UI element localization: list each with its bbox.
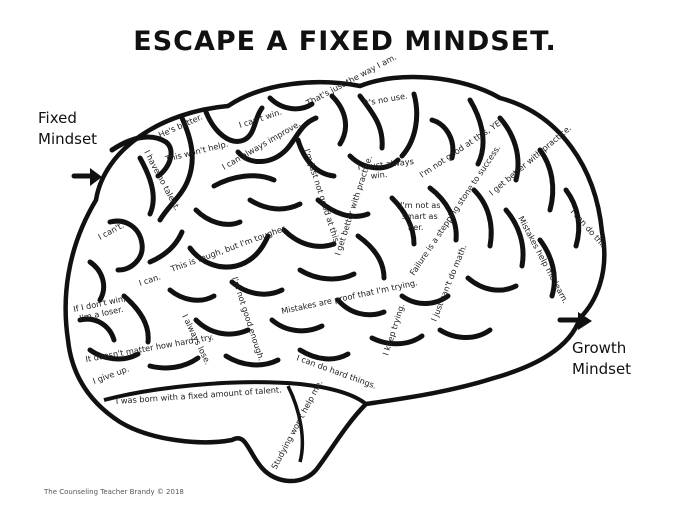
phrase: It's no use. (363, 90, 409, 108)
phrase: I just can't do math. (429, 243, 469, 323)
growth-mindset-label: Growth Mindset (572, 339, 632, 378)
phrase: I can. (138, 271, 162, 287)
phrase: I was born with a fixed amount of talent… (115, 384, 282, 406)
credit-text: The Counseling Teacher Brandy © 2018 (44, 488, 184, 496)
phrase: I'm not good enough. (230, 276, 267, 362)
phrase: If I don't win, I'm a loser. (72, 293, 131, 324)
page-title: ESCAPE A FIXED MINDSET. (133, 26, 557, 57)
phrase: I get better with practice. (487, 123, 573, 198)
phrase: I'm just not good at this. (302, 148, 342, 246)
brain-stem-line (286, 385, 305, 463)
phrase: I'm not as smart as her. (400, 200, 443, 232)
brain-outline (63, 74, 607, 484)
entrance-arrow-icon (71, 168, 102, 186)
phrase: I give up. (91, 363, 130, 385)
phrase: This won't help. (163, 139, 229, 165)
fixed-mindset-label: Fixed Mindset (38, 109, 98, 148)
lower-lobe-line (103, 380, 368, 406)
maze-walls (77, 91, 582, 371)
